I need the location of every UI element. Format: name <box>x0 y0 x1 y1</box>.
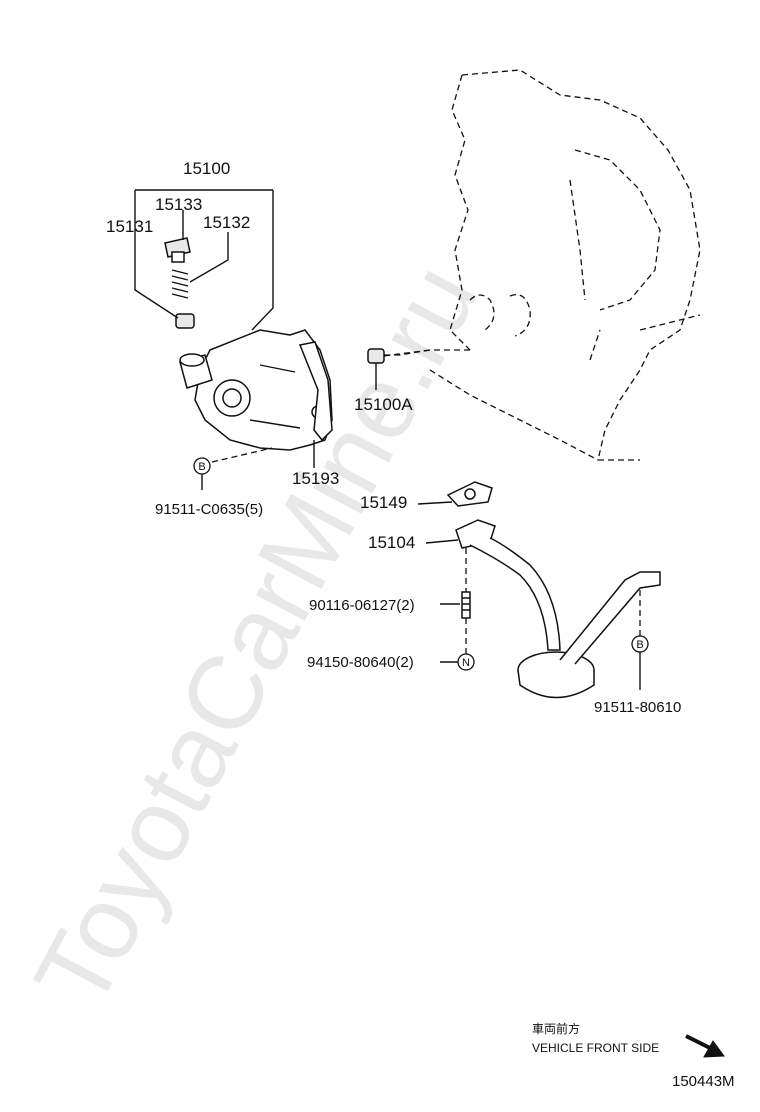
svg-text:B: B <box>198 461 205 473</box>
relief-valve[interactable] <box>175 313 195 329</box>
oil-pump-gasket[interactable] <box>298 341 333 442</box>
connector-lines <box>211 349 641 654</box>
label-nut[interactable]: 94150-80640(2) <box>307 654 414 671</box>
orientation-note-en: VEHICLE FRONT SIDE <box>532 1041 659 1055</box>
oil-strainer[interactable] <box>455 519 661 699</box>
label-pump-gasket[interactable]: 15193 <box>292 469 339 488</box>
oil-pump-assembly[interactable] <box>179 329 333 451</box>
label-bolt-c0635[interactable]: 91511-C0635(5) <box>155 501 263 518</box>
bolt-badge-b-right: B <box>631 635 649 653</box>
label-stud-bolt[interactable]: 90116-06127(2) <box>309 597 415 614</box>
svg-text:B: B <box>636 639 643 651</box>
relief-valve-spring[interactable] <box>171 269 189 299</box>
label-bolt-80610[interactable]: 91511-80610 <box>594 699 681 716</box>
orientation-note-jp: 車両前方 <box>532 1021 580 1036</box>
label-oil-pump-assy[interactable]: 15100 <box>183 159 230 178</box>
leader-lines <box>134 189 641 690</box>
diagram-id: 150443M <box>672 1073 735 1090</box>
plug-15100a[interactable] <box>367 348 385 364</box>
strainer-gasket[interactable] <box>446 481 493 507</box>
label-relief-valve[interactable]: 15131 <box>106 217 153 236</box>
svg-text:N: N <box>462 657 470 669</box>
label-oil-strainer[interactable]: 15104 <box>368 533 415 552</box>
label-strainer-gasket[interactable]: 15149 <box>360 493 407 512</box>
label-relief-spring[interactable]: 15132 <box>203 213 250 232</box>
bolt-badge-b-left: B <box>193 457 211 475</box>
nut-badge-n: N <box>457 653 475 671</box>
label-relief-plug[interactable]: 15133 <box>155 195 202 214</box>
relief-valve-plug[interactable] <box>164 237 191 263</box>
front-arrow-icon <box>685 1034 725 1058</box>
stud-bolt[interactable] <box>461 591 471 619</box>
label-plug-15100a[interactable]: 15100A <box>354 395 413 414</box>
